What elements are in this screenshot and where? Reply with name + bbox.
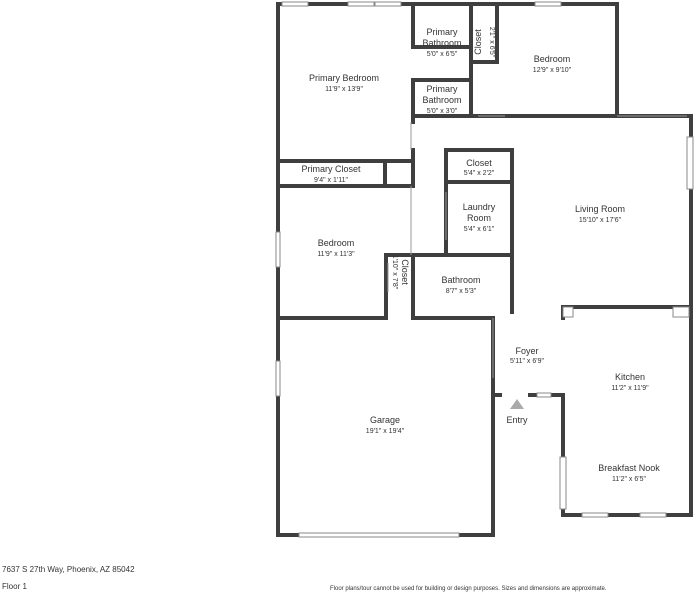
room-dims-laundry-room: 5'4" x 6'1": [464, 226, 495, 233]
room-name-bedroom-top: Bedroom: [534, 54, 571, 64]
room-dims-bathroom: 8'7" x 5'3": [446, 288, 477, 295]
room-dims-closet-mid: 5'4" x 2'2": [464, 170, 495, 177]
entry-label: Entry: [506, 415, 528, 425]
disclaimer-text: Floor plans/tour cannot be used for buil…: [330, 586, 607, 592]
property-address: 7637 S 27th Way, Phoenix, AZ 85042: [2, 565, 135, 574]
room-name-garage: Garage: [370, 415, 400, 425]
room-name-breakfast-nook: Breakfast Nook: [598, 463, 660, 473]
room-dims-primary-bathroom-top: 5'0" x 6'5": [427, 51, 458, 58]
room-name-closet-top: Closet: [473, 29, 483, 55]
room-dims-garage: 19'1" x 19'4": [366, 428, 405, 435]
entry-arrow-icon: [510, 399, 524, 409]
room-dims-foyer: 5'11" x 6'9": [510, 358, 544, 365]
room-name-primary-bathroom-mid-2: Bathroom: [422, 95, 461, 105]
floor-label: Floor 1: [2, 582, 27, 591]
room-name-primary-closet: Primary Closet: [301, 164, 361, 174]
room-name-primary-bathroom-top-2: Bathroom: [422, 38, 461, 48]
floor-plan: Primary Bedroom 11'9" x 13'9" Primary Ba…: [275, 1, 694, 538]
room-dims-bedroom-top: 12'9" x 9'10": [533, 67, 572, 74]
room-dims-closet-top: 2'1" x 6'5": [488, 27, 495, 58]
room-name-laundry-room-1: Laundry: [463, 202, 496, 212]
windows: [275, 1, 694, 538]
room-name-bathroom: Bathroom: [441, 275, 480, 285]
room-name-closet-mid: Closet: [466, 158, 492, 168]
room-name-primary-bathroom-mid-1: Primary: [427, 84, 458, 94]
room-dims-primary-bathroom-mid: 5'0" x 3'0": [427, 108, 458, 115]
room-dims-bedroom-mid: 11'9" x 11'3": [317, 251, 355, 258]
room-name-kitchen: Kitchen: [615, 372, 645, 382]
room-dims-primary-bedroom: 11'9" x 13'9": [325, 86, 363, 93]
room-dims-kitchen: 11'2" x 11'9": [611, 385, 649, 392]
room-name-bedroom-mid: Bedroom: [318, 238, 355, 248]
room-name-primary-bedroom: Primary Bedroom: [309, 73, 379, 83]
room-name-primary-bathroom-top-1: Primary: [427, 27, 458, 37]
room-dims-living-room: 15'10" x 17'6": [579, 217, 622, 224]
room-name-closet-vertical: Closet: [400, 259, 410, 285]
room-dims-primary-closet: 9'4" x 1'11": [314, 177, 348, 184]
room-name-living-room: Living Room: [575, 204, 625, 214]
room-dims-breakfast-nook: 11'2" x 6'5": [612, 476, 646, 483]
room-name-laundry-room-2: Room: [467, 213, 491, 223]
walls: [276, 2, 693, 537]
room-dims-closet-vertical: 1'10" x 7'8": [391, 255, 398, 290]
room-name-foyer: Foyer: [515, 346, 538, 356]
room-labels: Primary Bedroom 11'9" x 13'9" Primary Ba…: [301, 27, 660, 483]
openings: [387, 115, 687, 378]
